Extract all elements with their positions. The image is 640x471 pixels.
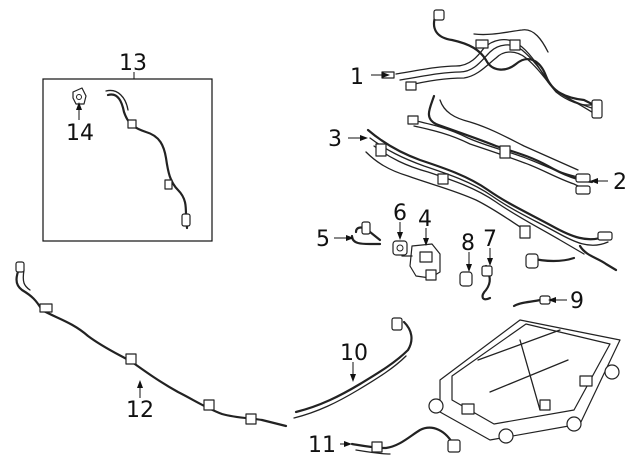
hose-part-5 [350,221,382,246]
callout-7: 7 [483,227,497,252]
callout-1: 1 [350,65,364,90]
callout-8: 8 [461,231,475,256]
callout-14: 14 [66,121,94,146]
callout-13: 13 [119,51,147,76]
tube-assembly-3 [365,128,618,272]
callout-11: 11 [308,433,336,458]
callout-2: 2 [613,170,627,195]
callout-9: 9 [570,289,584,314]
callout-4: 4 [418,207,432,232]
leader-lines [76,72,608,447]
callout-5: 5 [316,227,330,252]
hose-part-11 [350,426,461,455]
callout-12: 12 [126,398,154,423]
tube-part-10 [293,317,413,419]
clip-part-14 [72,87,87,105]
callout-3: 3 [328,127,342,152]
hose-part-7 [481,264,493,301]
module-assembly [428,319,621,444]
tube-assembly-2 [407,94,594,195]
inset-tube-part [105,89,191,230]
tube-part-12 [15,261,288,428]
valve-part-4 [401,243,441,281]
callout-6: 6 [393,201,407,226]
fitting-part-8 [459,271,473,287]
tube-assembly-1 [381,9,603,119]
hose-part-9 [512,295,551,308]
inset-box [42,72,213,242]
fitting-part-6 [392,240,408,256]
callout-10: 10 [340,341,368,366]
callout-labels: 1 2 3 4 5 6 7 8 9 10 11 12 13 14 [66,51,627,458]
